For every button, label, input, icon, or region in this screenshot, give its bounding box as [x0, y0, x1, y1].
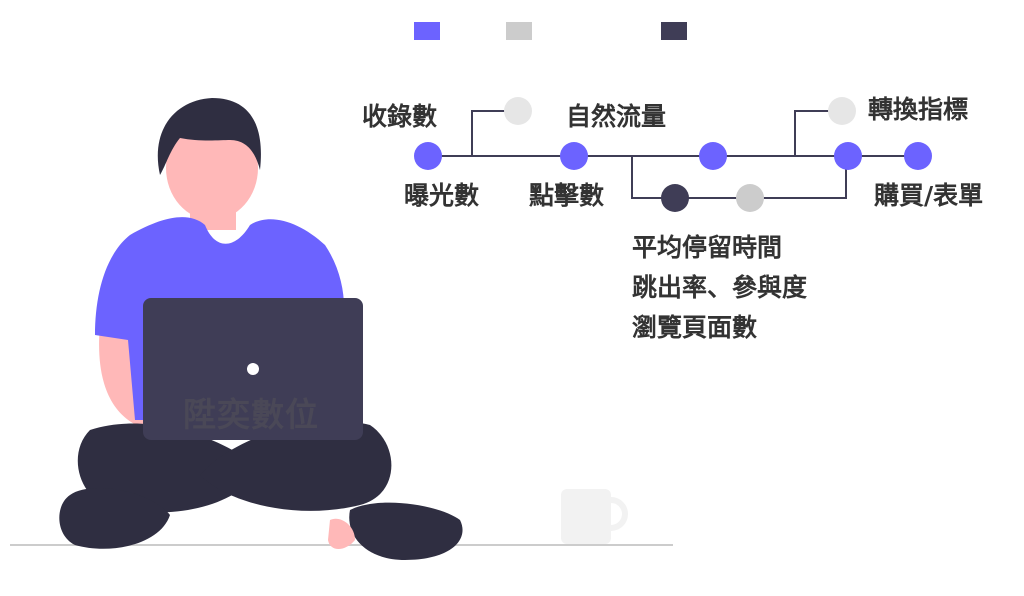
node-clicks [560, 142, 588, 170]
label-organic-traffic: 自然流量 [566, 102, 667, 131]
label-indexed-count: 收錄數 [362, 102, 438, 131]
legend-swatch-dark [661, 22, 687, 40]
laptop-watermark: 陞奕數位 [183, 395, 319, 434]
node-indexed [504, 97, 532, 125]
metric-avg-time: 平均停留時間 [632, 233, 783, 262]
label-click-count: 點擊數 [529, 181, 605, 210]
node-engagement-dark [661, 184, 689, 212]
flow-nodes [414, 97, 932, 212]
node-traffic [699, 142, 727, 170]
legend-swatch-gray [506, 22, 532, 40]
node-engagement-gray [736, 184, 764, 212]
metric-bounce-engagement: 跳出率、參與度 [632, 273, 808, 302]
label-exposure-count: 曝光數 [404, 181, 480, 210]
node-conversion-indicator [828, 97, 856, 125]
node-purchase [904, 142, 932, 170]
node-conversion [834, 142, 862, 170]
coffee-mug-icon [561, 489, 628, 544]
laptop-logo-icon [247, 363, 259, 375]
label-purchase-form: 購買/表單 [874, 181, 984, 210]
node-exposure [414, 142, 442, 170]
legend-swatch-accent [414, 22, 440, 40]
person-illustration [59, 98, 463, 560]
metric-pageviews: 瀏覽頁面數 [632, 313, 758, 342]
engagement-metrics-list: 平均停留時間 跳出率、參與度 瀏覽頁面數 [632, 228, 807, 348]
label-conversion-metrics: 轉換指標 [868, 95, 969, 124]
